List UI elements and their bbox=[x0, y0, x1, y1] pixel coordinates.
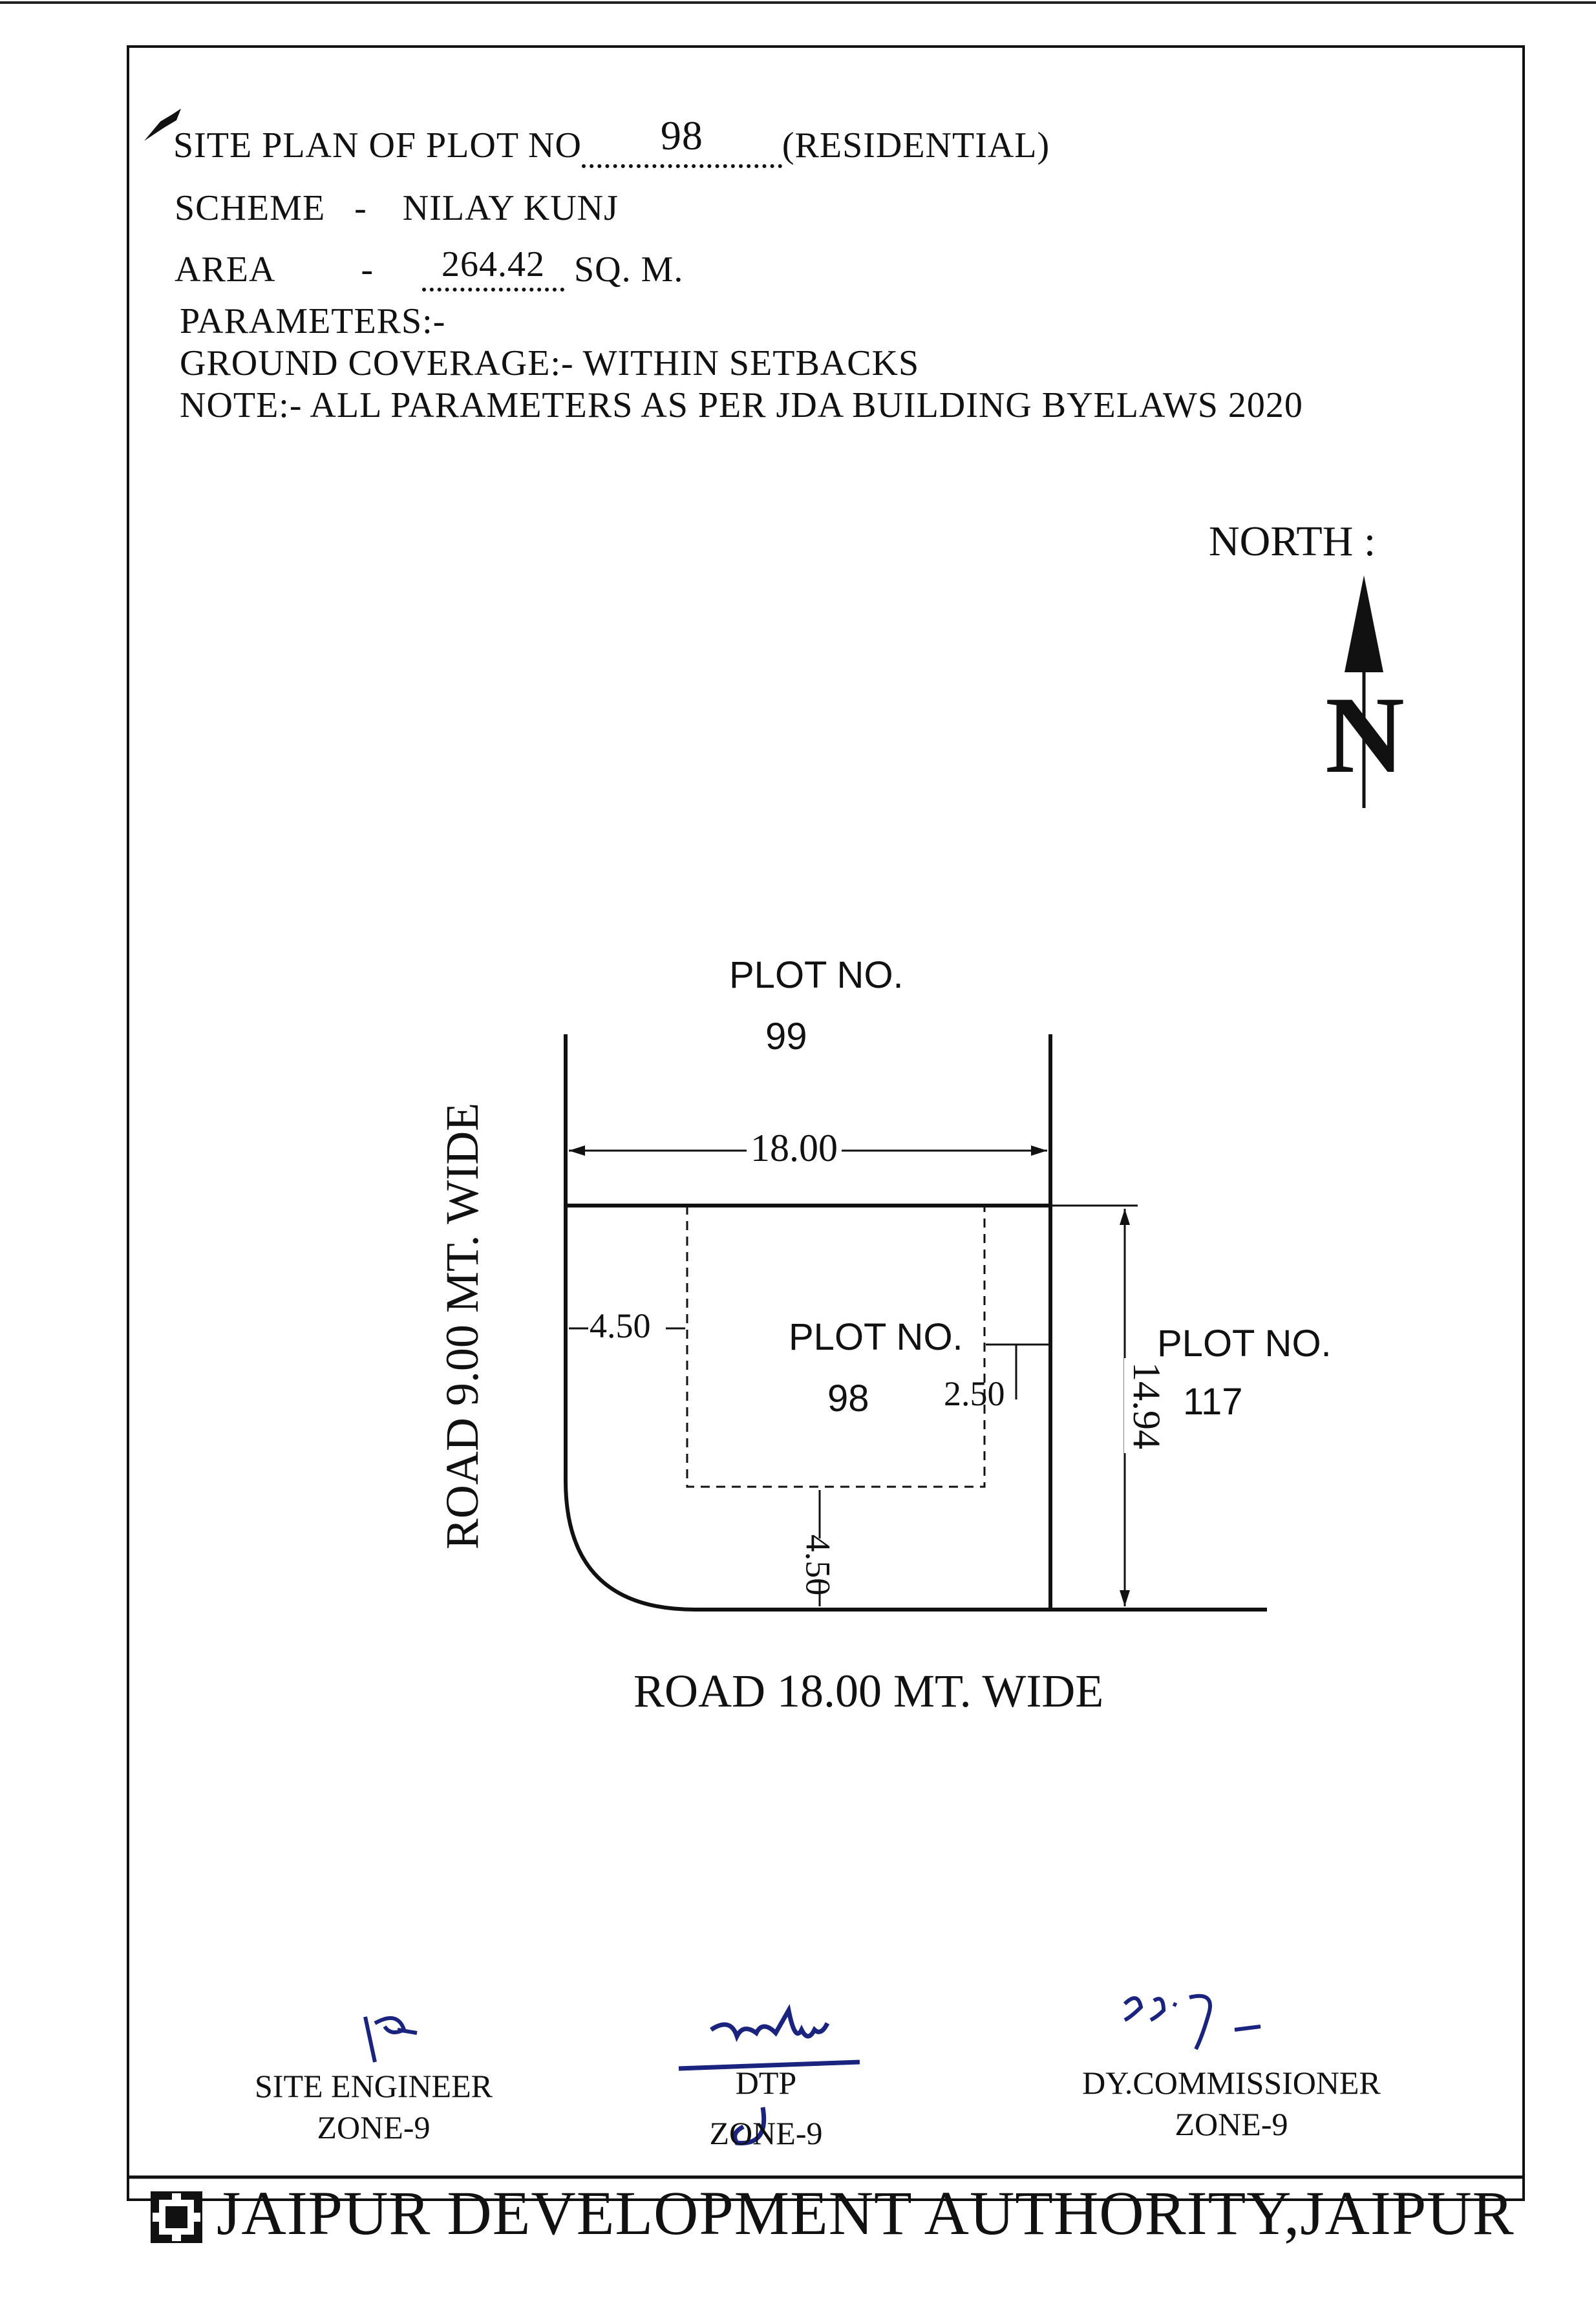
width-dim-arrow-right bbox=[1031, 1145, 1047, 1156]
width-dimension: 18.00 bbox=[747, 1126, 842, 1171]
authority-name: JAIPUR DEVELOPMENT AUTHORITY,JAIPUR bbox=[217, 2178, 1515, 2248]
document-border bbox=[127, 45, 1525, 2201]
ground-coverage-text: GROUND COVERAGE:- WITHIN SETBACKS bbox=[180, 343, 920, 383]
site-engineer-signature bbox=[359, 2004, 436, 2072]
signatory-dy-commissioner: DY.COMMISSIONER ZONE-9 bbox=[1076, 2062, 1387, 2145]
signatory-dtp: DTP ZONE-9 bbox=[695, 2062, 837, 2154]
scheme-value: NILAY KUNJ bbox=[402, 188, 619, 228]
center-plot-label: PLOT NO. bbox=[789, 1316, 963, 1358]
right-plot-label: PLOT NO. bbox=[1157, 1323, 1332, 1365]
site-engineer-zone: ZONE-9 bbox=[317, 2109, 431, 2145]
title-line: SITE PLAN OF PLOT NO 98 (RESIDENTIAL) bbox=[173, 115, 1050, 168]
bottom-setback-dimension: 4.50 bbox=[798, 1534, 838, 1596]
plot-corner-curve bbox=[564, 1480, 696, 1612]
north-arrow-icon bbox=[1325, 575, 1403, 811]
top-plot-label: PLOT NO. bbox=[729, 954, 904, 996]
dy-commissioner-zone: ZONE-9 bbox=[1175, 2106, 1288, 2142]
area-unit: SQ. M. bbox=[574, 250, 684, 290]
parameters-heading: PARAMETERS:- bbox=[180, 301, 446, 341]
north-label: NORTH : bbox=[1209, 518, 1376, 565]
road-left-label: ROAD 9.00 MT. WIDE bbox=[436, 1102, 489, 1550]
title-prefix: SITE PLAN OF PLOT NO bbox=[173, 125, 582, 165]
width-dim-arrow-left bbox=[569, 1145, 585, 1156]
setback-boundary bbox=[686, 1204, 986, 1488]
right-plot-number: 117 bbox=[1183, 1381, 1243, 1423]
plot-number: 98 bbox=[660, 112, 703, 158]
top-edge-line bbox=[0, 1, 1596, 4]
scheme-line: SCHEME - NILAY KUNJ bbox=[175, 187, 619, 229]
depth-dimension: 14.94 bbox=[1124, 1358, 1169, 1453]
plot-number-field: 98 bbox=[581, 115, 782, 168]
stamp-mark-icon bbox=[141, 102, 186, 151]
road-bottom-label: ROAD 18.00 MT. WIDE bbox=[633, 1665, 1104, 1717]
scheme-label: SCHEME - bbox=[175, 188, 367, 228]
area-line: AREA - 264.42 SQ. M. bbox=[175, 246, 684, 292]
area-label: AREA - bbox=[175, 250, 374, 290]
site-engineer-title: SITE ENGINEER bbox=[255, 2068, 493, 2104]
dtp-signature bbox=[666, 2004, 873, 2156]
dtp-title: DTP bbox=[735, 2065, 797, 2101]
area-value-field: 264.42 bbox=[422, 246, 564, 292]
dy-commissioner-title: DY.COMMISSIONER bbox=[1082, 2065, 1381, 2101]
note-text: NOTE:- ALL PARAMETERS AS PER JDA BUILDIN… bbox=[180, 385, 1303, 425]
area-value: 264.42 bbox=[442, 244, 545, 284]
center-plot-number: 98 bbox=[827, 1378, 869, 1420]
dy-commissioner-signature bbox=[1112, 1984, 1280, 2065]
jda-logo-icon bbox=[147, 2188, 206, 2250]
dtp-zone: ZONE-9 bbox=[709, 2115, 823, 2151]
north-letter: N bbox=[1325, 674, 1405, 796]
signatory-site-engineer: SITE ENGINEER ZONE-9 bbox=[251, 2065, 496, 2148]
right-setback-dimension: 2.50 bbox=[944, 1374, 1005, 1413]
title-suffix: (RESIDENTIAL) bbox=[782, 125, 1050, 165]
left-setback-dimension: 4.50 bbox=[590, 1306, 651, 1345]
depth-dim-arrow-top bbox=[1120, 1209, 1130, 1225]
depth-dim-arrow-bottom bbox=[1120, 1590, 1130, 1606]
top-plot-number: 99 bbox=[765, 1016, 807, 1058]
